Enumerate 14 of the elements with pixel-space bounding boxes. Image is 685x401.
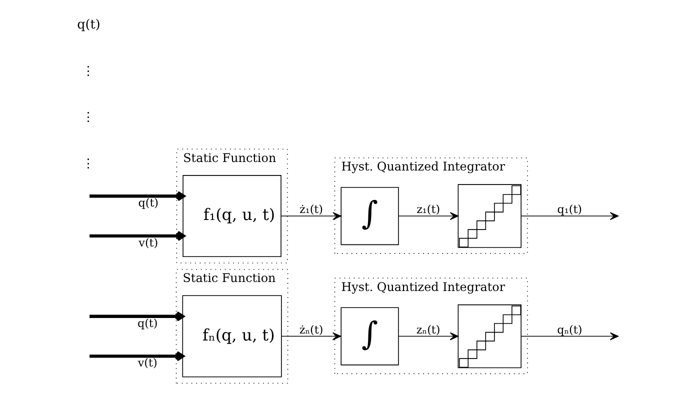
edge-label: żₙ(t) [298,323,323,336]
label: ⋮ [82,156,95,172]
edge-label: ż₁(t) [299,203,322,216]
label: q(t) [76,18,100,33]
label: ⋮ [82,110,95,126]
edge-label: q(t) [136,316,158,330]
edge-label: v(t) [138,236,158,250]
label: ⋮ [82,64,95,79]
edge-label: qₙ(t) [556,323,582,336]
edge-label: z₁(t) [416,203,440,216]
edge-label: q(t) [138,196,158,210]
edge-label: zₙ(t) [416,323,440,336]
edge-label: v(t) [137,356,157,370]
edge-label: q₁(t) [556,203,582,216]
